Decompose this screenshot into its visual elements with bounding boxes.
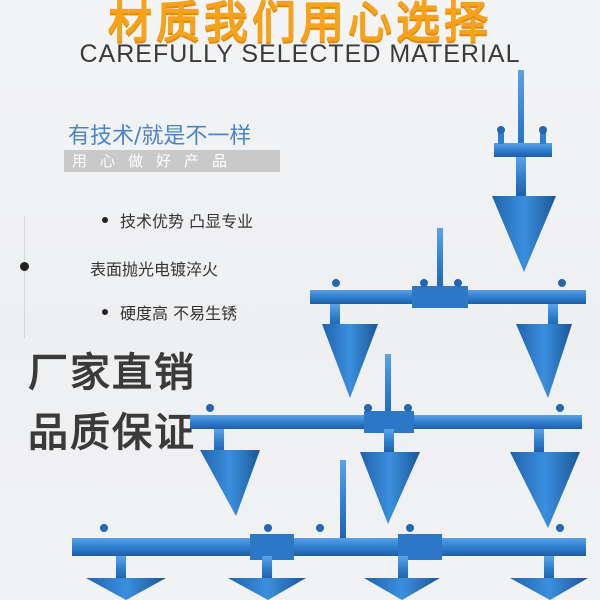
quad-shovel-unit bbox=[72, 460, 588, 600]
triple-shovel-unit bbox=[190, 354, 582, 528]
feature-text: 硬度高 不易生锈 bbox=[120, 304, 238, 323]
divider-line bbox=[24, 216, 25, 338]
page-title-en: CAREFULLY SELECTED MATERIAL bbox=[79, 40, 521, 68]
bullet-icon bbox=[102, 309, 108, 315]
tagline-sub: 用心做好产品 bbox=[64, 150, 280, 172]
feature-item: 硬度高 不易生锈 bbox=[102, 300, 237, 324]
tagline: 有技术/就是不一样 bbox=[68, 124, 252, 149]
slogan-quality: 品质保证 bbox=[28, 410, 196, 456]
feature-text: 表面抛光电镀淬火 bbox=[90, 260, 219, 279]
single-shovel-unit bbox=[492, 70, 556, 272]
slogan-direct-sale: 厂家直销 bbox=[28, 350, 196, 396]
page-title-cn: 材质我们用心选择 bbox=[108, 0, 492, 48]
bullet-icon bbox=[102, 217, 108, 223]
feature-item: 表面抛光电镀淬火 bbox=[90, 256, 218, 280]
double-shovel-unit bbox=[310, 228, 586, 398]
bullet-dot-icon bbox=[20, 262, 29, 271]
feature-item: 技术优势 凸显专业 bbox=[102, 208, 253, 232]
feature-text: 技术优势 凸显专业 bbox=[120, 212, 254, 231]
